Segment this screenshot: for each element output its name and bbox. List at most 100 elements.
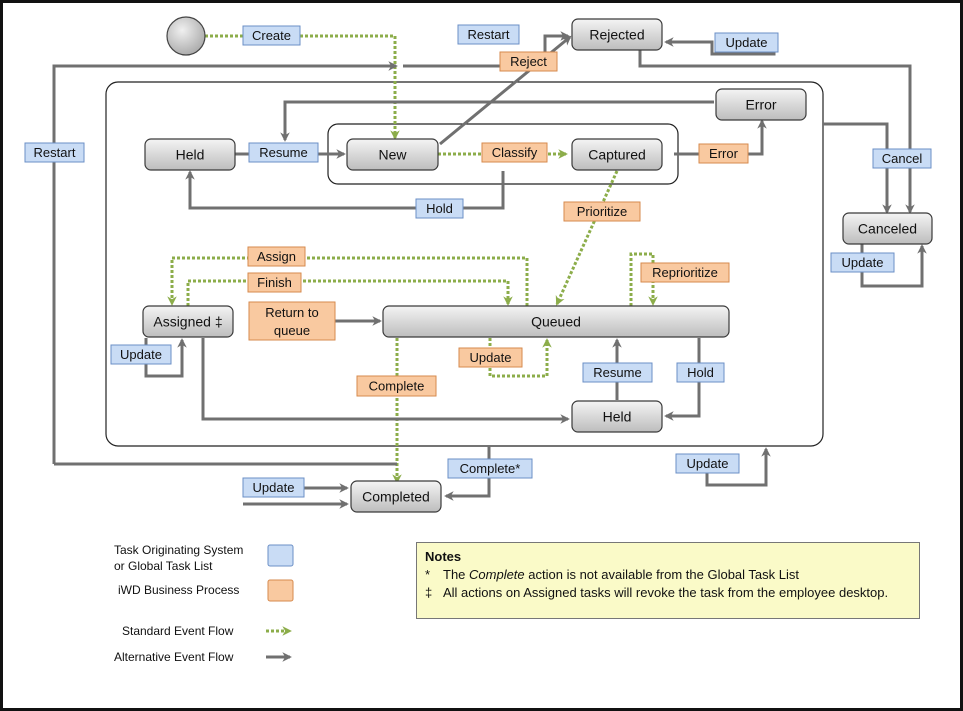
arrow-create [205,34,400,140]
svg-text:Complete*: Complete* [460,461,521,476]
note-1: * The Complete action is not available f… [425,566,911,584]
svg-text:Return to: Return to [265,305,318,320]
arrow-restart-top [403,31,570,68]
state-label: Held [176,147,205,163]
legend-iwd: iWD Business Process [118,583,239,597]
state-label: Canceled [858,221,917,237]
state-label: Held [603,409,632,425]
label-update-assigned: Update [110,344,172,365]
label-resume-top: Resume [248,142,319,163]
legend-origin-swatch [267,544,294,567]
label-update-rejected: Update [714,32,779,53]
svg-text:Update: Update [842,255,884,270]
svg-text:Hold: Hold [426,201,453,216]
label-update-completed: Update [242,477,305,498]
svg-text:Resume: Resume [593,365,641,380]
arrow-error-return [280,100,714,142]
state-new[interactable]: New [346,138,439,171]
arrow-reprioritize [629,252,658,306]
state-label: Assigned ‡ [153,314,222,330]
label-hold-bottom: Hold [676,362,725,383]
notes-panel: Notes * The Complete action is not avail… [416,542,920,619]
svg-text:Finish: Finish [257,275,292,290]
label-reject: Reject [499,51,558,72]
state-label: Captured [588,147,646,163]
legend-iwd-swatch [267,579,294,602]
label-reprioritize: Reprioritize [640,262,730,283]
arrow-finish [186,279,513,306]
svg-text:Restart: Restart [468,27,510,42]
svg-text:Prioritize: Prioritize [577,204,628,219]
state-queued[interactable]: Queued [382,305,730,338]
alternative-flow-arrows [52,31,927,509]
label-resume-bottom: Resume [582,362,653,383]
svg-text:queue: queue [274,323,310,338]
svg-text:Classify: Classify [492,145,538,160]
svg-text:Reprioritize: Reprioritize [652,265,718,280]
arrow-assigned-held [201,338,570,424]
legend-standard: Standard Event Flow [122,624,234,638]
label-update-canceled: Update [830,252,895,273]
label-finish: Finish [247,272,302,293]
arrow-prioritize [555,170,619,306]
svg-text:Update: Update [726,35,768,50]
state-rejected[interactable]: Rejected [571,18,663,51]
arrow-rejected-cancel [638,50,915,214]
state-label: Queued [531,314,581,330]
start-node [166,16,206,56]
svg-text:Hold: Hold [687,365,714,380]
label-complete-star: Complete* [447,458,533,479]
label-cancel: Cancel [872,148,932,169]
arrow-assign [167,256,529,306]
arrow-restart-left [52,61,398,464]
state-captured[interactable]: Captured [571,138,663,171]
legend-alternative: Alternative Event Flow [114,650,234,664]
label-restart-left: Restart [24,142,85,163]
note-1-text: The Complete action is not available fro… [443,567,800,582]
state-label: Error [745,97,776,113]
note-2-symbol: ‡ [425,585,433,600]
note-1-symbol: * [425,567,431,582]
svg-text:Reject: Reject [510,54,547,69]
state-held-top[interactable]: Held [144,138,236,171]
label-classify: Classify [481,142,548,163]
legend-origin-line2: or Global Task List [114,559,213,573]
note-2: ‡ All actions on Assigned tasks will rev… [425,584,911,602]
notes-title: Notes [425,549,462,564]
label-create: Create [242,25,301,46]
label-error: Error [698,143,749,164]
state-completed[interactable]: Completed [350,480,442,513]
label-assign: Assign [247,246,306,267]
svg-text:Resume: Resume [259,145,307,160]
svg-text:Update: Update [470,350,512,365]
standard-flow-arrows [167,34,658,484]
label-update-queued: Update [458,347,523,368]
note-2-text: All actions on Assigned tasks will revok… [443,585,889,600]
label-hold-top: Hold [415,198,464,219]
label-prioritize: Prioritize [563,201,641,222]
legend: Task Originating System or Global Task L… [114,543,294,664]
label-complete: Complete [356,375,437,397]
state-label: Rejected [589,27,644,43]
svg-text:Update: Update [253,480,295,495]
label-restart-top: Restart [457,24,520,45]
svg-text:Error: Error [709,146,739,161]
arrow-hold-top [185,170,505,210]
arrow-cancel [823,122,892,214]
label-return-to-queue: Return to queue [248,301,336,341]
svg-text:Assign: Assign [257,249,296,264]
svg-text:Update: Update [120,347,162,362]
svg-text:Restart: Restart [34,145,76,160]
legend-origin-line1: Task Originating System [114,543,243,557]
arrow-update-queued [488,338,552,378]
label-update-right: Update [675,453,740,474]
state-assigned[interactable]: Assigned ‡ [142,305,234,338]
svg-text:Complete: Complete [369,379,425,394]
svg-text:Update: Update [687,456,729,471]
state-label: Completed [362,489,430,505]
state-held-bottom[interactable]: Held [571,400,663,433]
state-error[interactable]: Error [715,88,807,121]
svg-text:Create: Create [252,28,291,43]
state-label: New [378,147,407,163]
state-canceled[interactable]: Canceled [842,212,933,245]
